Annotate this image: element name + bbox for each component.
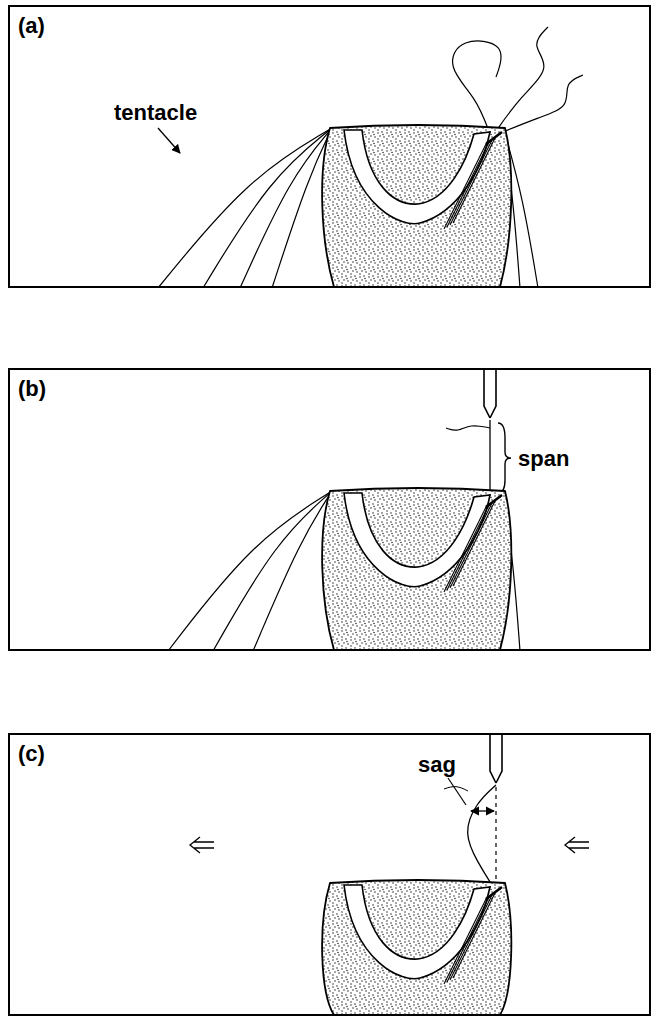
leader-line xyxy=(448,778,466,805)
duct-line xyxy=(450,138,493,225)
inner-band xyxy=(344,130,490,224)
panel-letter: (b) xyxy=(10,370,54,408)
polyp-body xyxy=(322,125,511,287)
mouth-mark xyxy=(486,132,502,144)
flow-arrow xyxy=(190,837,214,853)
reference-line xyxy=(495,787,496,883)
tentacle xyxy=(468,785,496,885)
duct-line xyxy=(450,501,493,588)
duct-line xyxy=(444,897,487,984)
part-label: span xyxy=(516,447,571,471)
tentacle xyxy=(253,491,332,651)
tentacle xyxy=(240,128,332,288)
duct-line xyxy=(447,140,490,227)
panel-frame: (b) xyxy=(8,368,651,651)
duct-line xyxy=(447,503,490,590)
mouth-mark xyxy=(486,495,502,507)
duct-line xyxy=(453,499,496,586)
panel-illustration xyxy=(190,733,589,1015)
pipette xyxy=(490,368,496,418)
pipette xyxy=(484,368,490,418)
duct-line xyxy=(453,891,496,978)
part-label: tentacle xyxy=(112,101,199,125)
duct-line xyxy=(450,893,493,980)
panel-illustration xyxy=(168,368,520,651)
tentacle xyxy=(453,41,502,134)
tentacle xyxy=(158,128,332,288)
leader-arrow xyxy=(158,128,180,153)
pipette xyxy=(490,733,496,783)
tentacle xyxy=(213,491,332,651)
mouth-mark xyxy=(486,887,502,899)
tentacle xyxy=(168,491,332,651)
duct-line xyxy=(444,142,487,229)
panel-letter: (c) xyxy=(10,735,53,773)
sag-arrow xyxy=(471,810,494,811)
pipette xyxy=(496,733,502,783)
span-brace xyxy=(498,423,511,493)
flow-arrow xyxy=(565,837,589,853)
duct-line xyxy=(444,505,487,592)
duct-line xyxy=(453,136,496,223)
inner-band xyxy=(344,493,490,587)
polyp-body xyxy=(322,488,511,650)
panel-illustration xyxy=(158,27,583,288)
inner-band xyxy=(344,885,490,979)
panel-frame: (c) xyxy=(8,733,651,1016)
panel-letter: (a) xyxy=(10,7,53,45)
tentacle xyxy=(446,426,490,430)
tentacle xyxy=(498,75,583,134)
part-label: sag xyxy=(416,753,458,777)
duct-line xyxy=(447,895,490,982)
tentacle xyxy=(203,128,332,288)
panel-frame: (a) xyxy=(8,5,651,288)
polyp-body xyxy=(322,880,511,1015)
tentacle xyxy=(489,420,490,495)
